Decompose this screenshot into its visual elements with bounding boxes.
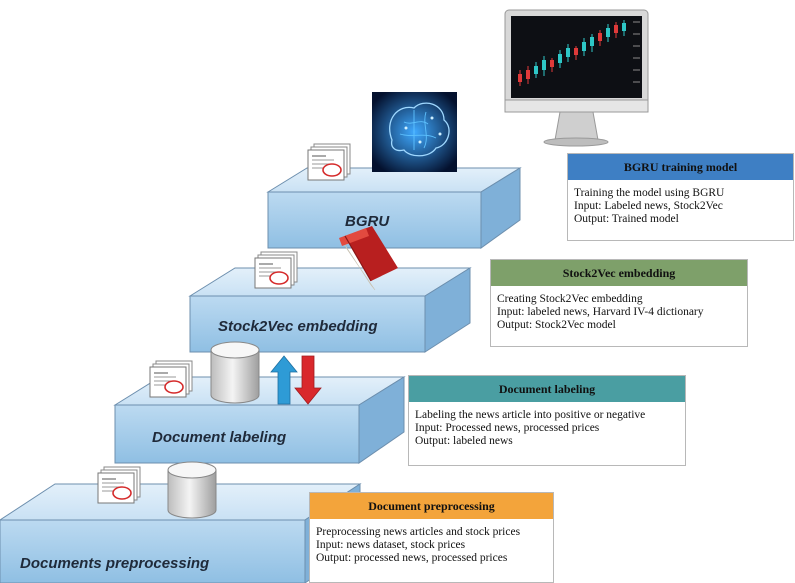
down-arrow-icon xyxy=(294,355,322,405)
info-line: Creating Stock2Vec embedding xyxy=(497,293,643,305)
database-icon xyxy=(210,341,260,404)
info-line: Labeling the news article into positive … xyxy=(415,409,646,421)
info-box-stock2vec: Stock2Vec embedding Creating Stock2Vec e… xyxy=(490,259,748,347)
info-line: Input: Labeled news, Stock2Vec xyxy=(574,200,723,212)
database-icon xyxy=(167,461,217,519)
monitor-icon xyxy=(504,9,649,147)
up-arrow-icon xyxy=(270,355,298,405)
platform-bgru: BGRU xyxy=(266,167,522,249)
document-icon xyxy=(149,360,193,398)
info-line: Output: labeled news xyxy=(415,435,513,447)
document-icon xyxy=(254,251,298,289)
info-line: Output: Stock2Vec model xyxy=(497,319,616,331)
info-box-bgru: BGRU training model Training the model u… xyxy=(567,153,794,241)
info-line: Input: Processed news, processed prices xyxy=(415,422,600,434)
info-box-document-labeling: Document labeling Labeling the news arti… xyxy=(408,375,686,466)
info-box-body: Training the model using BGRU Input: Lab… xyxy=(568,180,793,230)
info-box-header: Stock2Vec embedding xyxy=(491,260,747,286)
info-line: Output: Trained model xyxy=(574,213,679,225)
brain-icon xyxy=(372,92,457,172)
info-line: Output: processed news, processed prices xyxy=(316,552,508,564)
info-box-header: BGRU training model xyxy=(568,154,793,180)
info-box-body: Preprocessing news articles and stock pr… xyxy=(310,519,553,569)
info-line: Training the model using BGRU xyxy=(574,187,725,199)
stage-label-bgru: BGRU xyxy=(345,213,390,230)
info-box-header: Document preprocessing xyxy=(310,493,553,519)
stage-label-stock2vec: Stock2Vec embedding xyxy=(218,318,378,335)
stage-label-labeling: Document labeling xyxy=(152,429,286,446)
info-box-document-preprocessing: Document preprocessing Preprocessing new… xyxy=(309,492,554,583)
info-box-header: Document labeling xyxy=(409,376,685,402)
candlestick-chart xyxy=(518,20,640,86)
info-line: Input: news dataset, stock prices xyxy=(316,539,466,551)
info-line: Preprocessing news articles and stock pr… xyxy=(316,526,521,538)
book-icon xyxy=(339,226,398,291)
info-line: Input: labeled news, Harvard IV-4 dictio… xyxy=(497,306,704,318)
document-icon xyxy=(97,466,141,504)
info-box-body: Labeling the news article into positive … xyxy=(409,402,685,452)
info-box-body: Creating Stock2Vec embedding Input: labe… xyxy=(491,286,747,336)
platform-stock2vec: Stock2Vec embedding xyxy=(188,267,472,353)
document-icon xyxy=(307,143,351,181)
stage-label-preprocessing: Documents preprocessing xyxy=(20,555,209,572)
